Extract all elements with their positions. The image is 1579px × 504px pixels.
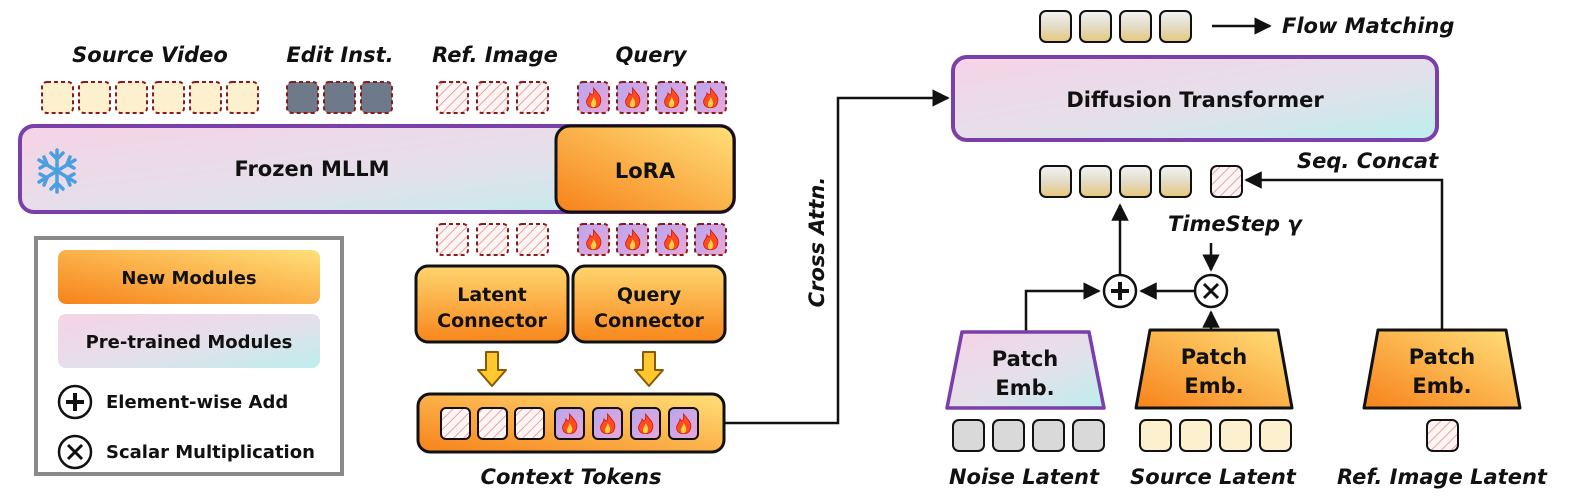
context-query-tokens [554, 407, 699, 440]
ref-image-tokens [436, 81, 549, 114]
seq-concat-label: Seq. Concat [1297, 149, 1439, 173]
legend-pretrained-swatch [58, 314, 320, 368]
noise-patch-emb-line1: Patch [992, 347, 1058, 371]
cross-attn-label: Cross Attn. [805, 177, 829, 308]
legend-new-modules-swatch [58, 250, 320, 304]
ref-patch-emb-line1: Patch [1409, 345, 1475, 369]
diffusion-transformer-block [951, 55, 1439, 142]
noise-latent-label: Noise Latent [949, 465, 1100, 489]
legend-new-modules-label: New Modules [121, 268, 256, 289]
seq-concat-arrow [1244, 171, 1444, 332]
source-latent-label: Source Latent [1130, 465, 1297, 489]
query-connector-line1: Query [617, 284, 682, 306]
latent-connector-line1: Latent [457, 284, 527, 306]
source-patch-emb [1134, 328, 1294, 410]
source-video-label: Source Video [72, 43, 228, 67]
timestep-label: TimeStep γ [1168, 212, 1303, 236]
ref-latent-token [1426, 419, 1459, 452]
edit-inst-tokens [286, 81, 393, 114]
noise-to-add-arrow [1024, 282, 1101, 332]
snowflake-icon [37, 148, 77, 194]
lora-label: LoRA [615, 159, 676, 183]
dit-ref-token [1210, 165, 1243, 198]
flow-matching-label: Flow Matching [1282, 14, 1454, 38]
query-tokens [577, 81, 727, 114]
ref-image-output-tokens [436, 223, 549, 256]
legend-pretrained-label: Pre-trained Modules [86, 332, 293, 353]
cross-attn-arrow [724, 89, 950, 425]
noise-patch-emb-line2: Emb. [995, 376, 1054, 400]
noise-patch-emb [945, 330, 1106, 410]
source-latent-tokens [1139, 419, 1292, 452]
dit-input-tokens [1039, 165, 1192, 198]
plus-circle-icon [57, 384, 93, 420]
down-arrow-icon [477, 351, 664, 387]
times-circle-icon [57, 434, 93, 470]
ref-patch-emb [1362, 328, 1522, 410]
diffusion-transformer-label: Diffusion Transformer [1066, 88, 1324, 112]
legend-element-add-label: Element-wise Add [106, 392, 288, 413]
legend-scalar-mult-label: Scalar Multiplication [106, 442, 315, 463]
source-patch-emb-line1: Patch [1181, 345, 1247, 369]
query-output-tokens [577, 223, 727, 256]
latent-connector-block [414, 264, 570, 344]
source-video-tokens [41, 81, 259, 114]
query-label: Query [615, 43, 687, 67]
context-latent-tokens [440, 407, 545, 440]
frozen-mllm-label: Frozen MLLM [234, 157, 389, 181]
ref-image-label: Ref. Image [432, 43, 558, 67]
query-connector-line2: Connector [594, 310, 704, 332]
flow-matching-tokens [1039, 10, 1192, 43]
ref-latent-label: Ref. Image Latent [1337, 465, 1548, 489]
query-connector-block [571, 264, 727, 344]
element-add-icon [1102, 273, 1138, 309]
latent-connector-line2: Connector [437, 310, 547, 332]
lora-block [554, 124, 736, 214]
context-tokens-label: Context Tokens [481, 465, 662, 489]
edit-inst-label: Edit Inst. [286, 43, 393, 67]
noise-latent-tokens [952, 419, 1105, 452]
scalar-mult-icon [1193, 273, 1229, 309]
source-patch-emb-line2: Emb. [1184, 374, 1243, 398]
ref-patch-emb-line2: Emb. [1412, 374, 1471, 398]
